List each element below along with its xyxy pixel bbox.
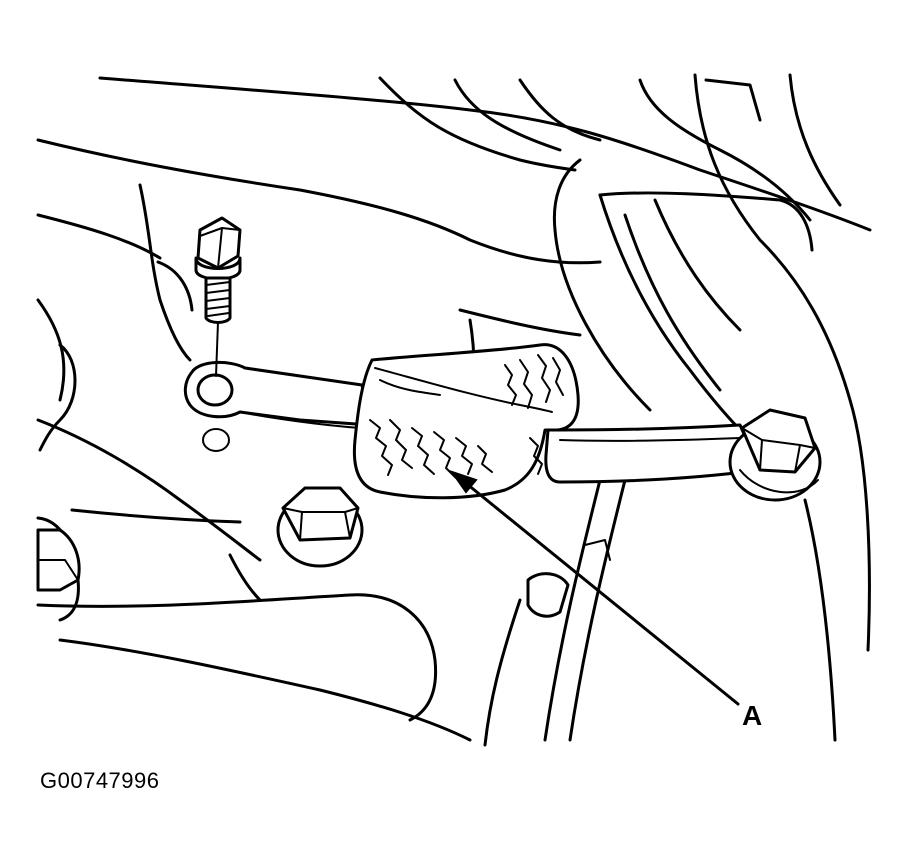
bracket-arm [183,361,372,452]
callout-leader [449,470,740,706]
stud [526,539,611,618]
hex-nut-icon [36,528,81,592]
boot-icon [352,343,580,500]
link-rod [544,423,762,484]
callout-label: A [742,700,763,731]
hex-bolt-icon [194,216,242,377]
hex-nut-icon [728,408,822,502]
frame-structure [458,73,871,747]
washer-icon [196,373,234,407]
figure-id: G00747996 [40,768,160,793]
hex-nut-icon [276,486,364,568]
